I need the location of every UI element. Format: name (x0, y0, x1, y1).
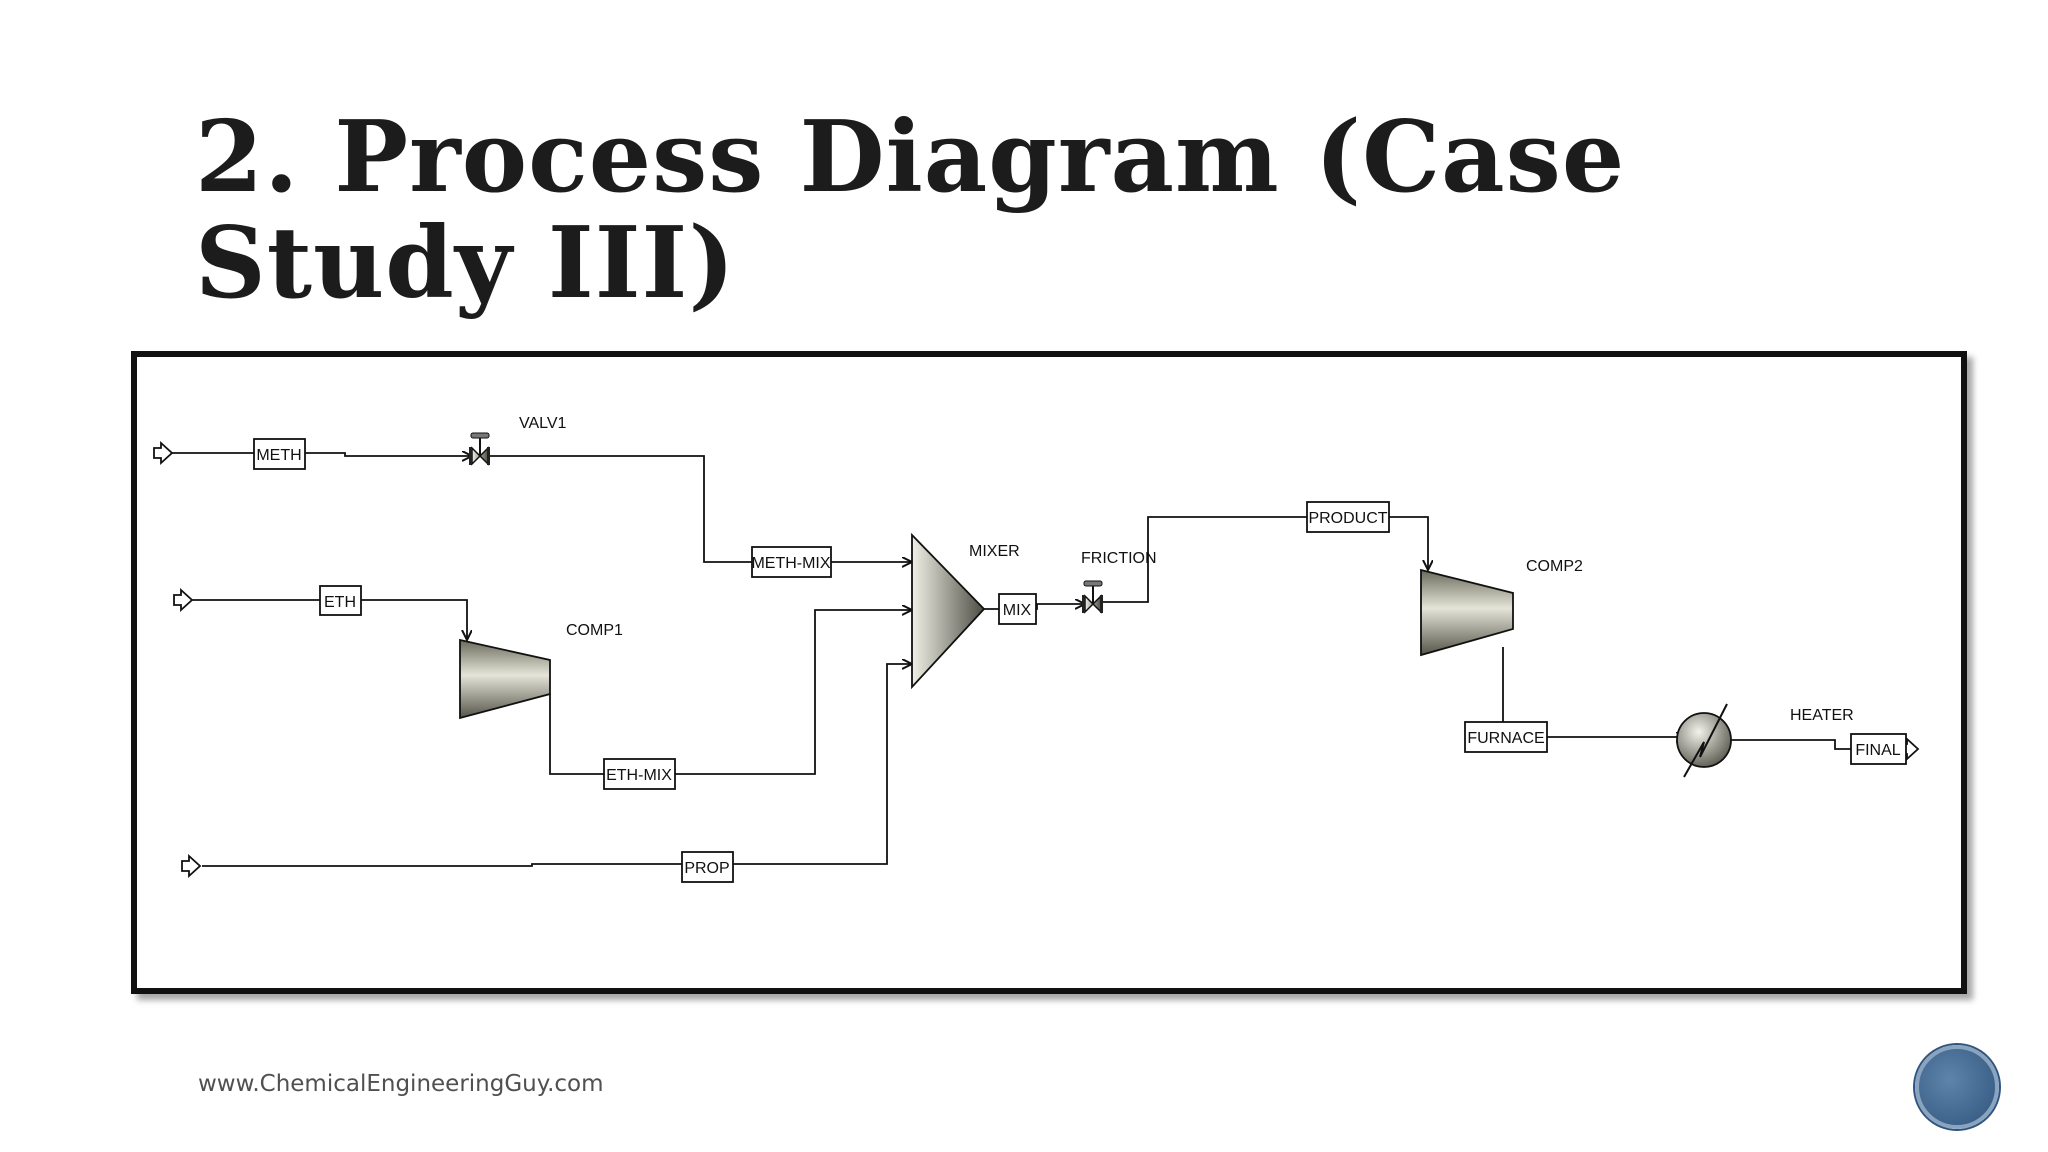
stream-box-meth[interactable]: METH (253, 438, 306, 470)
stream-line-eth-mix (549, 610, 912, 775)
feed-arrow-meth-icon (153, 440, 174, 466)
stream-box-meth-mix[interactable]: METH-MIX (751, 546, 832, 578)
valve-icon[interactable] (469, 432, 490, 466)
footer-website[interactable]: www.ChemicalEngineeringGuy.com (198, 1071, 604, 1097)
svg-text:ETH: ETH (324, 594, 356, 611)
slide-title: 2. Process Diagram (Case Study III) (195, 100, 1626, 321)
unit-label-friction: FRICTION (1081, 550, 1157, 567)
slide-nav-button[interactable] (1915, 1045, 1999, 1129)
svg-text:MIX: MIX (1003, 602, 1032, 619)
compressor-comp2-icon[interactable] (1420, 568, 1514, 657)
stream-line-meth-mix (487, 455, 912, 562)
unit-label-comp2: COMP2 (1526, 558, 1583, 575)
stream-box-furnace[interactable]: FURNACE (1464, 721, 1548, 753)
stream-box-mix[interactable]: MIX (998, 593, 1037, 625)
stream-box-eth-mix[interactable]: ETH-MIX (603, 758, 676, 790)
process-diagram-frame: METH ETH METH-MIX ETH-MIX PROP MIX PRODU… (131, 351, 1967, 994)
unit-label-mixer: MIXER (969, 543, 1020, 560)
svg-text:FINAL: FINAL (1855, 742, 1900, 759)
unit-label-comp1: COMP1 (566, 622, 623, 639)
heater-icon[interactable] (1676, 703, 1732, 778)
svg-text:ETH-MIX: ETH-MIX (606, 767, 672, 784)
svg-text:FURNACE: FURNACE (1467, 730, 1544, 747)
stream-box-product[interactable]: PRODUCT (1306, 501, 1390, 533)
stream-box-final[interactable]: FINAL (1850, 733, 1907, 765)
process-flow-diagram: METH ETH METH-MIX ETH-MIX PROP MIX PRODU… (153, 415, 1920, 883)
stream-line-eth (192, 599, 467, 640)
mixer-icon[interactable] (911, 532, 986, 690)
stream-line-meth (168, 453, 472, 456)
feed-arrow-prop-icon (181, 853, 202, 879)
stream-line-product (1100, 516, 1428, 603)
unit-label-valv1: VALV1 (519, 415, 567, 432)
svg-text:PROP: PROP (684, 860, 729, 877)
svg-text:METH: METH (256, 447, 301, 464)
friction-valve-icon[interactable] (1082, 580, 1103, 614)
stream-box-prop[interactable]: PROP (681, 851, 734, 883)
unit-label-heater: HEATER (1790, 707, 1854, 724)
svg-text:METH-MIX: METH-MIX (751, 555, 830, 572)
stream-line-prop (202, 664, 912, 867)
svg-text:PRODUCT: PRODUCT (1308, 510, 1387, 527)
stream-box-eth[interactable]: ETH (319, 585, 362, 616)
compressor-comp1-icon[interactable] (459, 638, 551, 720)
feed-arrow-eth-icon (173, 587, 194, 613)
